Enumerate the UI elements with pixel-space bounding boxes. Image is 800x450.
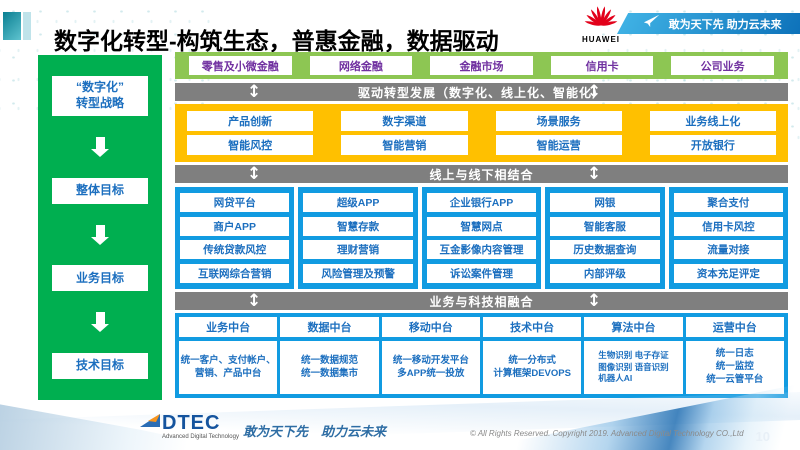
platform-box: 传统贷款风控 (180, 240, 290, 260)
page-number: 10 (755, 429, 770, 444)
platform-box: 智慧存款 (303, 216, 413, 236)
business-line-box: 网络金融 (309, 56, 413, 75)
platform-column: 聚合支付 信用卡风控 流量对接 资本充足评定 (668, 187, 789, 289)
middle-platform-column: 业务中台 统一客户、支付帐户、营销、产品中台 (179, 317, 278, 394)
platform-box: 历史数据查询 (550, 240, 660, 260)
updown-arrow-icon: ↕ (587, 291, 603, 311)
diagram-main: 零售及小微金融 网络金融 金融市场 信用卡 公司业务 ↕ 驱动转型发展（数字化、… (175, 52, 789, 398)
down-arrow-icon (90, 312, 109, 333)
platform-column: 网银 智能客服 历史数据查询 内部评级 (545, 187, 665, 289)
platform-box: 资本充足评定 (673, 263, 784, 283)
platform-box: 理财营销 (303, 240, 413, 260)
banner-label: 线上与线下相结合 (429, 167, 534, 182)
capability-box: 场景服务 (495, 110, 622, 131)
middle-platform-body: 统一分布式 计算框架DEVOPS (482, 341, 582, 394)
business-lines-row: 零售及小微金融 网络金融 金融市场 信用卡 公司业务 (175, 52, 788, 79)
strategy-step-tech-goal: 技术目标 (52, 353, 148, 380)
middle-platform-title: 算法中台 (584, 317, 683, 337)
huawei-wordmark: HUAWEI (582, 35, 620, 44)
down-arrow-icon (90, 224, 109, 245)
middle-platform-body: 统一数据规范 统一数据集市 (280, 341, 379, 394)
ribbon-slogan-text: 敢为天下先 助力云未来 (668, 18, 782, 31)
middle-platform-column: 数据中台 统一数据规范 统一数据集市 (280, 317, 379, 394)
middle-platform-title: 业务中台 (179, 317, 278, 337)
capability-box: 智能运营 (495, 135, 622, 156)
footer-wave-decoration (0, 392, 800, 448)
updown-arrow-icon: ↕ (247, 164, 263, 184)
title-bullet (23, 12, 31, 40)
paper-plane-icon (643, 14, 661, 33)
platform-box: 信用卡风控 (673, 216, 784, 236)
platform-box: 诉讼案件管理 (426, 263, 537, 283)
capability-box: 开放银行 (649, 135, 776, 156)
middle-platform-column: 运营中台 统一日志 统一监控 统一云管平台 (685, 317, 784, 394)
banner-label: 驱动转型发展（数字化、线上化、智能化） (357, 85, 605, 100)
platform-grid: 网贷平台 商户APP 传统贷款风控 互联网综合营销 超级APP 智慧存款 理财营… (175, 187, 789, 289)
capability-box: 智能风控 (187, 135, 314, 156)
platform-box: 网银 (550, 193, 660, 213)
middle-platform-column: 技术中台 统一分布式 计算框架DEVOPS (482, 317, 582, 394)
platform-box: 企业银行APP (426, 193, 537, 213)
platform-box: 智慧网点 (426, 216, 537, 236)
middle-platform-title: 移动中台 (381, 317, 480, 337)
business-line-box: 信用卡 (550, 56, 654, 75)
banner-tech-fusion: ↕ 业务与科技相融合 ↕ (175, 291, 788, 311)
platform-box: 聚合支付 (673, 193, 784, 213)
updown-arrow-icon: ↕ (587, 82, 603, 102)
copyright-text: © All Rights Reserved. Copyright 2019. A… (470, 429, 744, 438)
updown-arrow-icon: ↕ (587, 164, 603, 184)
middle-platform-column: 算法中台 生物识别 电子存证 图像识别 语音识别 机器人AI (584, 317, 683, 394)
strategy-step-business-goal: 业务目标 (52, 265, 148, 292)
platform-box: 智能客服 (550, 216, 660, 236)
platform-box: 网贷平台 (180, 193, 290, 213)
platform-box: 互金影像内容管理 (426, 240, 537, 260)
adtec-logo: DTEC Advanced Digital Technology (140, 413, 239, 440)
platform-box: 超级APP (303, 193, 413, 213)
platform-box: 互联网综合营销 (180, 263, 290, 283)
strategy-step-digital-transformation: “数字化” 转型战略 (52, 75, 148, 116)
business-line-box: 零售及小微金融 (189, 56, 292, 75)
platform-column: 网贷平台 商户APP 传统贷款风控 互联网综合营销 (175, 187, 295, 289)
adtec-subtitle: Advanced Digital Technology (162, 434, 239, 440)
middle-platform-title: 数据中台 (280, 317, 379, 337)
middle-platform-panel: 业务中台 统一客户、支付帐户、营销、产品中台 数据中台 统一数据规范 统一数据集… (175, 313, 788, 398)
middle-platform-body: 统一移动开发平台 多APP统一投放 (381, 341, 480, 394)
capability-box: 业务线上化 (649, 110, 776, 131)
adtec-arrow-icon (140, 413, 160, 436)
down-arrow-icon (90, 136, 109, 157)
capability-box: 产品创新 (187, 110, 314, 131)
middle-platform-body: 统一日志 统一监控 统一云管平台 (685, 341, 784, 394)
capability-box: 数字渠道 (341, 110, 468, 131)
platform-column: 企业银行APP 智慧网点 互金影像内容管理 诉讼案件管理 (421, 187, 542, 289)
updown-arrow-icon: ↕ (247, 291, 263, 311)
footer-slogan: 敢为天下先 助力云未来 (243, 424, 387, 439)
huawei-flower-icon (582, 6, 620, 34)
updown-arrow-icon: ↕ (247, 82, 263, 102)
middle-platform-body: 生物识别 电子存证 图像识别 语音识别 机器人AI (584, 341, 683, 394)
platform-column: 超级APP 智慧存款 理财营销 风险管理及预警 (298, 187, 418, 289)
middle-platform-title: 运营中台 (685, 317, 784, 337)
page-title: 数字化转型-构筑生态，普惠金融，数据驱动 (54, 28, 499, 55)
title-bullet (3, 12, 21, 40)
banner-label: 业务与科技相融合 (429, 294, 534, 309)
capability-box: 智能营销 (341, 135, 468, 156)
business-line-box: 金融市场 (430, 56, 533, 75)
platform-box: 风险管理及预警 (303, 263, 413, 283)
banner-drive-transformation: ↕ 驱动转型发展（数字化、线上化、智能化） ↕ (175, 82, 788, 102)
banner-online-offline: ↕ 线上与线下相结合 ↕ (175, 164, 788, 184)
platform-box: 流量对接 (673, 240, 784, 260)
business-line-box: 公司业务 (671, 56, 774, 75)
slogan-ribbon: 敢为天下先 助力云未来 (617, 13, 800, 34)
capability-panel: 产品创新 数字渠道 场景服务 业务线上化 智能风控 智能营销 智能运营 开放银行 (175, 104, 788, 162)
platform-box: 内部评级 (550, 263, 660, 283)
middle-platform-title: 技术中台 (482, 317, 582, 337)
strategy-step-overall-goal: 整体目标 (52, 177, 148, 204)
strategy-panel: “数字化” 转型战略 整体目标 业务目标 技术目标 (38, 55, 162, 400)
middle-platform-body: 统一客户、支付帐户、营销、产品中台 (179, 341, 278, 394)
platform-box: 商户APP (180, 216, 290, 236)
adtec-wordmark: DTEC (162, 412, 221, 434)
huawei-logo: HUAWEI (580, 2, 622, 44)
middle-platform-column: 移动中台 统一移动开发平台 多APP统一投放 (381, 317, 480, 394)
